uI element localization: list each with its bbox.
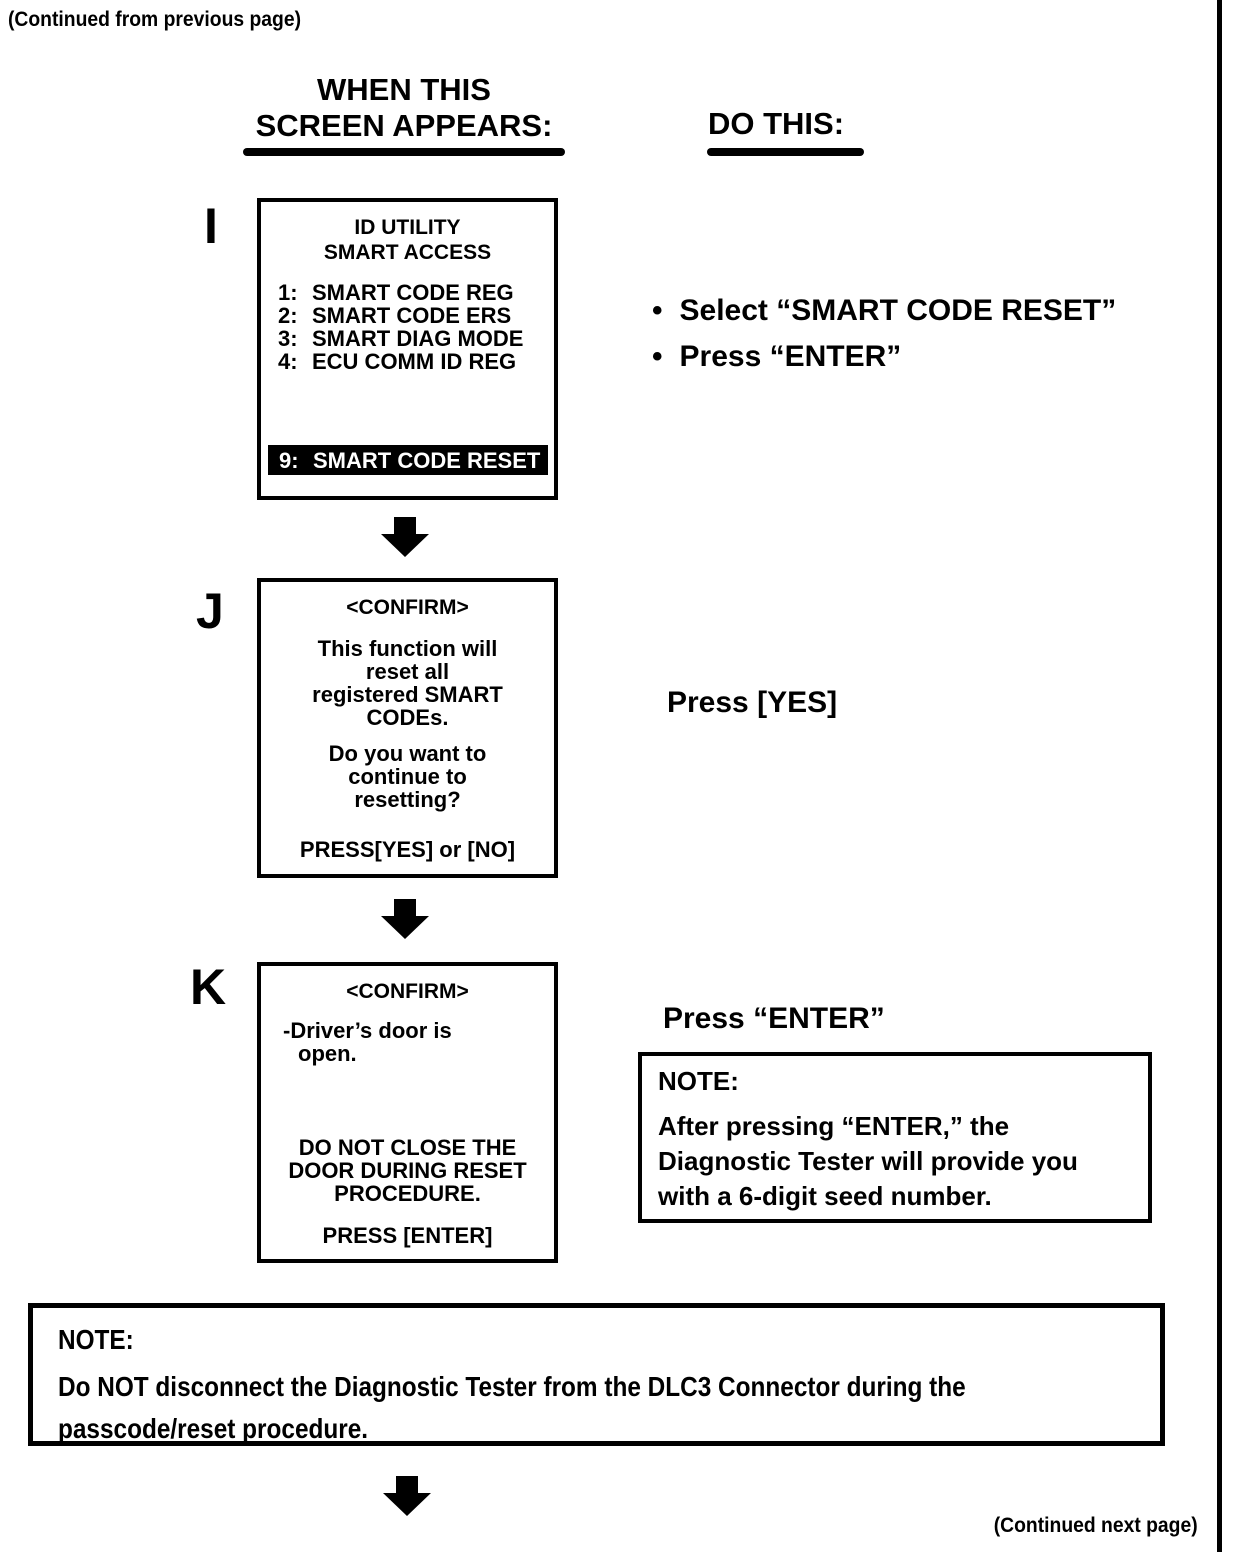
tester-screen-j: <CONFIRM> This function will reset all r… xyxy=(257,578,558,878)
screen-line: Do you want to xyxy=(328,741,487,766)
screen-i-title-line1: ID UTILITY xyxy=(354,216,461,239)
down-arrow-icon xyxy=(383,1476,431,1516)
menu-item: 1: SMART CODE REG xyxy=(278,281,523,304)
header-when-underline xyxy=(243,148,565,156)
step-label-k: K xyxy=(190,959,227,1015)
screen-line: reset all xyxy=(365,659,450,684)
step-label-j: J xyxy=(196,583,224,639)
screen-line: -Driver’s door is xyxy=(283,1018,452,1043)
note-label: NOTE: xyxy=(658,1066,739,1096)
screen-line: This function will xyxy=(317,636,498,661)
menu-item-number: 1: xyxy=(278,280,298,305)
header-when-line1: WHEN THIS xyxy=(317,72,491,107)
tester-screen-i: ID UTILITY SMART ACCESS 1: SMART CODE RE… xyxy=(257,198,558,500)
screen-i-menu: 1: SMART CODE REG 2: SMART CODE ERS 3: S… xyxy=(278,281,523,373)
tester-screen-k: <CONFIRM> -Driver’s door is open. DO NOT… xyxy=(257,962,558,1263)
header-do-this: DO THIS: xyxy=(708,106,845,141)
screen-k-body1: -Driver’s door is open. xyxy=(283,1019,452,1065)
continued-next-label: (Continued next page) xyxy=(976,1514,1198,1538)
step-k-action: Press “ENTER” xyxy=(663,1002,885,1035)
menu-item-text: SMART CODE RESET xyxy=(313,447,541,473)
screen-j-body2: Do you want to continue to resetting? xyxy=(261,742,554,811)
screen-i-title-line2: SMART ACCESS xyxy=(323,241,492,264)
screen-line: DO NOT CLOSE THE xyxy=(298,1135,517,1160)
screen-line: continue to xyxy=(348,764,467,789)
screen-line: DOOR DURING RESET xyxy=(288,1158,527,1183)
action-item: • Select “SMART CODE RESET” xyxy=(652,288,1116,334)
screen-j-title: <CONFIRM> xyxy=(346,596,469,619)
action-text: Select “SMART CODE RESET” xyxy=(679,294,1117,327)
screen-k-footer: PRESS [ENTER] xyxy=(322,1223,493,1248)
menu-item-number: 3: xyxy=(278,326,298,351)
step-label-i: I xyxy=(204,198,218,254)
menu-item: 3: SMART DIAG MODE xyxy=(278,327,523,350)
down-arrow-icon xyxy=(381,899,429,939)
step-j-action: Press [YES] xyxy=(667,686,838,719)
bullet-icon: • xyxy=(652,340,663,373)
note-line: with a 6-digit seed number. xyxy=(658,1181,992,1211)
screen-line: registered SMART xyxy=(312,682,503,707)
note-body: Do NOT disconnect the Diagnostic Tester … xyxy=(58,1366,1017,1450)
note-content: NOTE: Do NOT disconnect the Diagnostic T… xyxy=(58,1324,1017,1450)
screen-k-body2: DO NOT CLOSE THE DOOR DURING RESET PROCE… xyxy=(261,1136,554,1205)
menu-item-highlighted: 9: SMART CODE RESET xyxy=(268,445,548,475)
menu-item-text: SMART CODE ERS xyxy=(312,303,512,328)
screen-line: resetting? xyxy=(354,787,461,812)
continued-from-text: (Continued from previous page) xyxy=(8,8,302,31)
screen-j-body1: This function will reset all registered … xyxy=(261,637,554,729)
menu-item: 2: SMART CODE ERS xyxy=(278,304,523,327)
note-line: passcode/reset procedure. xyxy=(58,1413,369,1444)
screen-k-title: <CONFIRM> xyxy=(346,980,469,1003)
screen-j-footer: PRESS[YES] or [NO] xyxy=(299,837,516,862)
menu-item-text: ECU COMM ID REG xyxy=(312,349,517,374)
screen-line: open. xyxy=(298,1041,357,1066)
note-line: Diagnostic Tester will provide you xyxy=(658,1146,1078,1176)
menu-item: 4: ECU COMM ID REG xyxy=(278,350,523,373)
note-line: After pressing “ENTER,” the xyxy=(658,1111,1010,1141)
header-when-line2: SCREEN APPEARS: xyxy=(255,108,553,143)
screen-line: CODEs. xyxy=(366,705,449,730)
menu-item-text: SMART CODE REG xyxy=(312,280,514,305)
continued-next-text: (Continued next page) xyxy=(994,1514,1198,1537)
menu-item-number: 2: xyxy=(278,303,298,328)
note-label: NOTE: xyxy=(58,1324,134,1355)
menu-item-number: 4: xyxy=(278,349,298,374)
action-text: Press “ENTER” xyxy=(679,340,902,373)
note-box-seed-number: NOTE: After pressing “ENTER,” the Diagno… xyxy=(638,1052,1152,1223)
action-item: • Press “ENTER” xyxy=(652,334,1116,380)
screen-line: PROCEDURE. xyxy=(334,1181,481,1206)
bullet-icon: • xyxy=(652,294,663,327)
note-line: Do NOT disconnect the Diagnostic Tester … xyxy=(58,1371,966,1402)
down-arrow-icon xyxy=(381,517,429,557)
note-body: After pressing “ENTER,” the Diagnostic T… xyxy=(658,1109,1140,1214)
page-edge-rule xyxy=(1217,0,1222,1552)
header-when-this-screen-appears: WHEN THIS SCREEN APPEARS: xyxy=(243,72,565,144)
header-do-this-underline xyxy=(707,148,864,156)
menu-item-number: 9: xyxy=(279,447,299,473)
screen-i-title: ID UTILITY SMART ACCESS xyxy=(261,215,554,265)
step-i-actions: • Select “SMART CODE RESET” • Press “ENT… xyxy=(652,288,1116,380)
menu-item-text: SMART DIAG MODE xyxy=(312,326,524,351)
continued-from-label: (Continued from previous page) xyxy=(8,8,327,32)
note-box-do-not-disconnect: NOTE: Do NOT disconnect the Diagnostic T… xyxy=(28,1303,1165,1446)
